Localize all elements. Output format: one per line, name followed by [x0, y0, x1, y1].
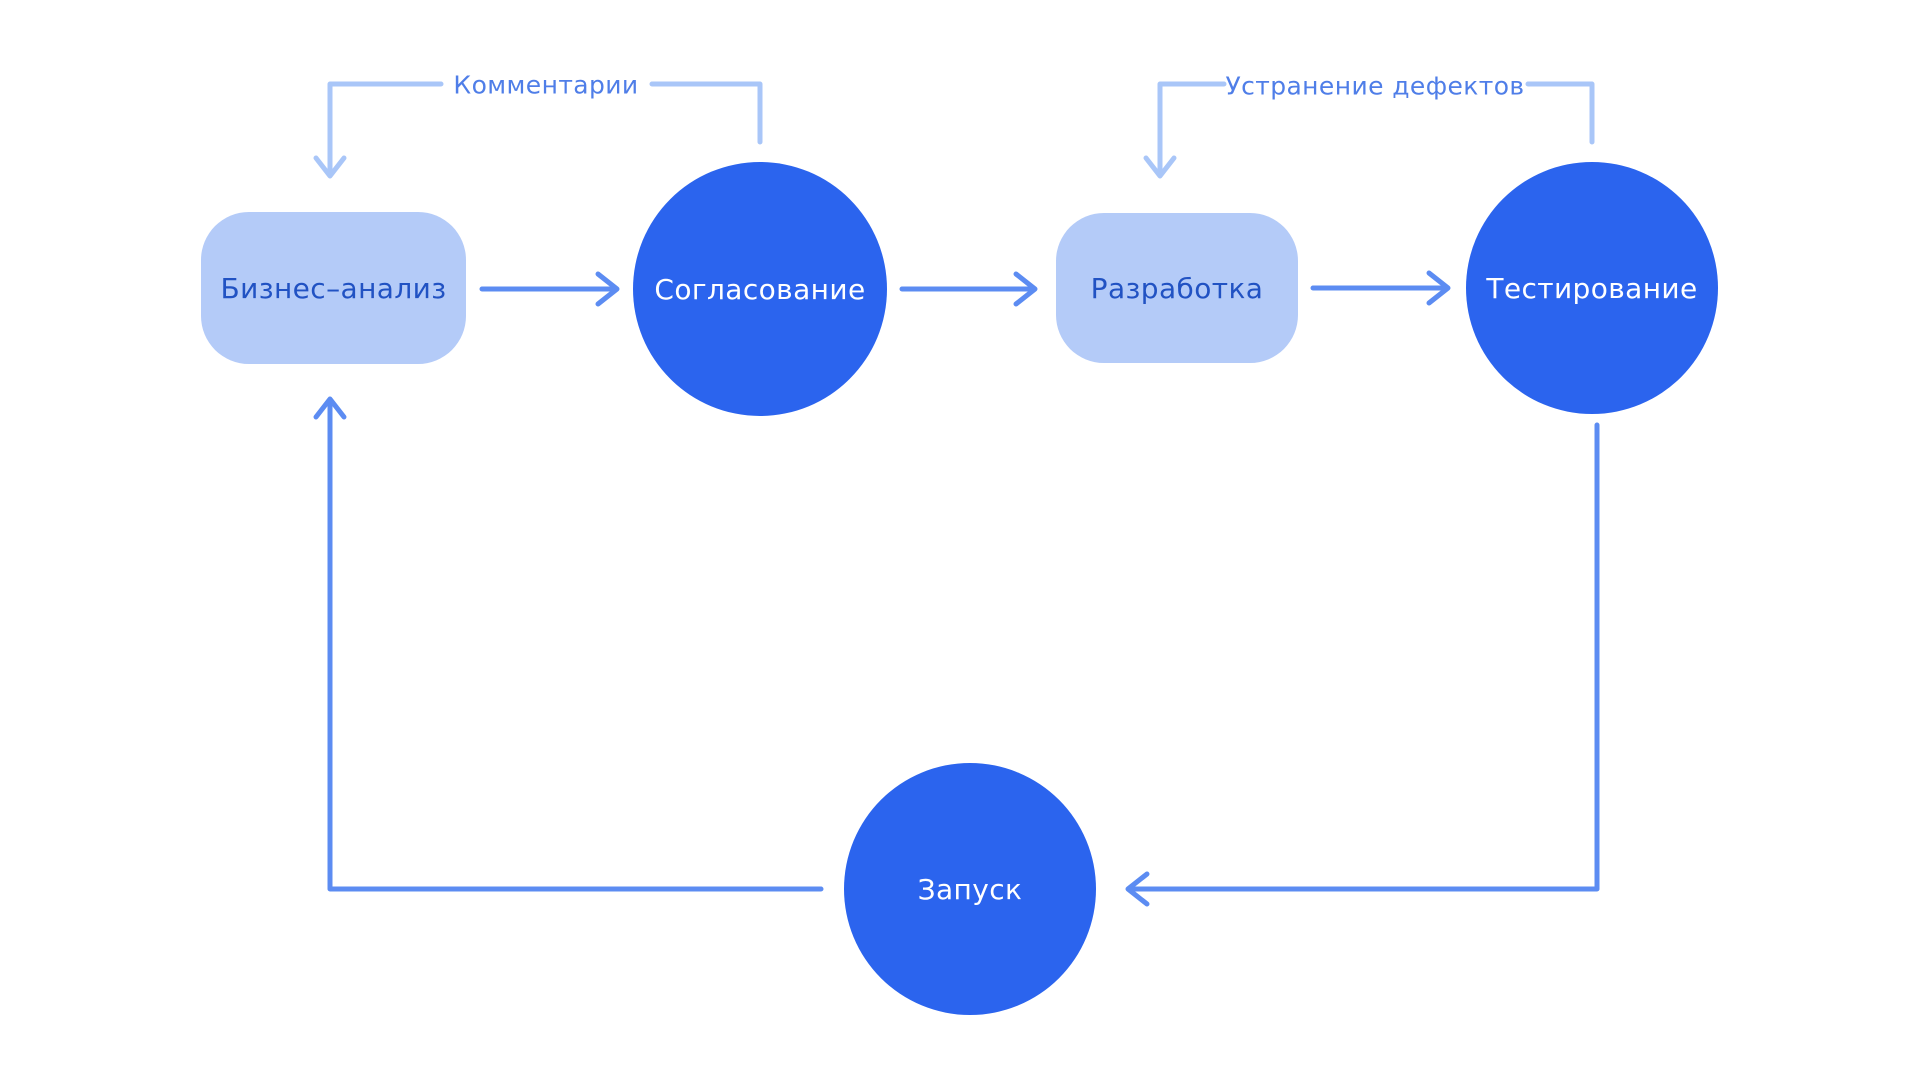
- arrowhead-up-icon: [313, 396, 347, 420]
- node-business-analysis: Бизнес–анализ: [201, 212, 466, 364]
- arrowhead-left-icon: [1125, 871, 1150, 907]
- feedback-line-left: [1157, 81, 1227, 175]
- arrow-shaft: [327, 398, 824, 892]
- edge-label-comments: Комментарии: [453, 70, 639, 100]
- arrow-testing-to-launch: [1125, 422, 1600, 907]
- feedback-line-right: [649, 81, 763, 145]
- node-launch: Запуск: [844, 763, 1096, 1015]
- arrow-shaft: [1127, 422, 1600, 892]
- arrow-development-to-testing: [1310, 270, 1451, 306]
- edge-label-defect-fixing: Устранение дефектов: [1225, 71, 1525, 101]
- arrowhead-down-icon: [313, 155, 347, 179]
- node-label: Разработка: [1090, 271, 1264, 305]
- feedback-line-left: [327, 81, 444, 175]
- node-label: Согласование: [654, 272, 866, 306]
- arrowhead-down-icon: [1143, 155, 1177, 179]
- arrowhead-right-icon: [595, 271, 620, 307]
- arrowhead-right-icon: [1013, 271, 1038, 307]
- node-testing: Тестирование: [1466, 162, 1718, 414]
- feedback-testing-to-development: [1143, 81, 1595, 179]
- node-approval: Согласование: [633, 162, 887, 416]
- arrow-launch-to-business: [313, 396, 824, 892]
- node-label: Бизнес–анализ: [220, 271, 447, 305]
- feedback-approval-to-business: [313, 81, 763, 179]
- arrowhead-right-icon: [1426, 270, 1451, 306]
- node-label: Тестирование: [1486, 271, 1698, 305]
- feedback-line-right: [1525, 81, 1595, 145]
- node-label: Запуск: [917, 872, 1023, 906]
- arrow-business-to-approval: [479, 271, 620, 307]
- arrow-approval-to-development: [899, 271, 1038, 307]
- node-development: Разработка: [1056, 213, 1298, 363]
